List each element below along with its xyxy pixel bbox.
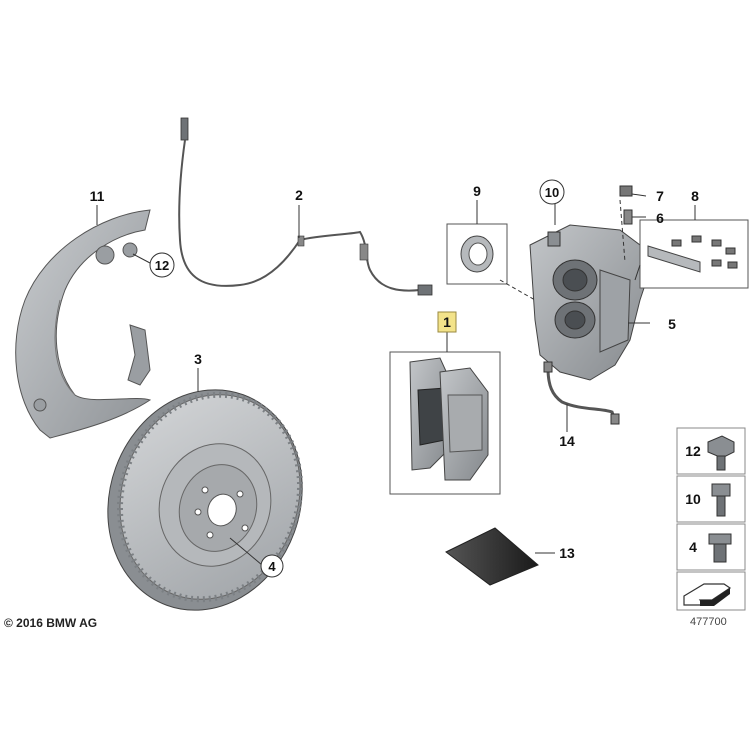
callout-6: 6 xyxy=(656,210,664,226)
callout-label-7: 7 xyxy=(656,188,664,204)
leader-lines xyxy=(96,193,696,566)
callout-label-10: 10 xyxy=(545,185,559,200)
callout-9: 9 xyxy=(473,183,481,199)
wheel-stud-icon xyxy=(708,533,732,563)
callout-label-12: 12 xyxy=(155,258,169,273)
callout-11: 11 xyxy=(90,188,105,204)
callout-label-3: 3 xyxy=(194,351,202,367)
callout-7: 7 xyxy=(656,188,664,204)
legend-row-10 xyxy=(676,475,746,523)
direction-arrow-icon xyxy=(683,583,732,606)
legend-row-4 xyxy=(676,523,746,571)
callout-1: 1 xyxy=(437,311,457,333)
legend-label-4: 4 xyxy=(689,539,697,555)
callout-label-14: 14 xyxy=(559,433,575,449)
legend-label-10: 10 xyxy=(685,491,701,507)
callout-label-11: 11 xyxy=(90,188,105,204)
fastener-legend: 12 10 4 xyxy=(676,427,746,611)
wear-sensor-part xyxy=(178,117,433,296)
copyright-text: © 2016 BMW AG xyxy=(4,616,98,630)
bleeder-parts xyxy=(619,185,633,225)
callout-5: 5 xyxy=(668,316,676,332)
legend-label-12: 12 xyxy=(685,443,701,459)
callout-label-5: 5 xyxy=(668,316,676,332)
callout-4: 4 xyxy=(260,554,284,578)
callout-8: 8 xyxy=(691,188,699,204)
callout-label-6: 6 xyxy=(656,210,664,226)
callout-label-4: 4 xyxy=(268,559,276,574)
callout-2: 2 xyxy=(289,185,309,205)
drawing-number: 477700 xyxy=(690,616,727,628)
brake-disc-part xyxy=(107,389,304,611)
callout-13: 13 xyxy=(559,545,575,561)
callout-label-8: 8 xyxy=(691,188,699,204)
seal-ring-part xyxy=(460,235,494,273)
callout-14: 14 xyxy=(559,433,575,449)
callout-label-1: 1 xyxy=(443,314,451,330)
callout-3: 3 xyxy=(194,351,202,367)
callout-label-9: 9 xyxy=(473,183,481,199)
hex-bolt-icon xyxy=(711,483,731,517)
spring-kit-part xyxy=(647,235,738,273)
brake-hose-part xyxy=(543,361,620,425)
callout-12: 12 xyxy=(149,252,175,278)
callout-label-13: 13 xyxy=(559,545,575,561)
callout-label-2: 2 xyxy=(295,187,303,203)
dust-shield-part xyxy=(15,209,152,439)
callout-10: 10 xyxy=(539,179,565,205)
brake-pads-part xyxy=(409,357,489,481)
flange-bolt-icon xyxy=(707,435,735,471)
lubricant-part xyxy=(445,527,539,586)
caliper-part xyxy=(529,224,651,381)
